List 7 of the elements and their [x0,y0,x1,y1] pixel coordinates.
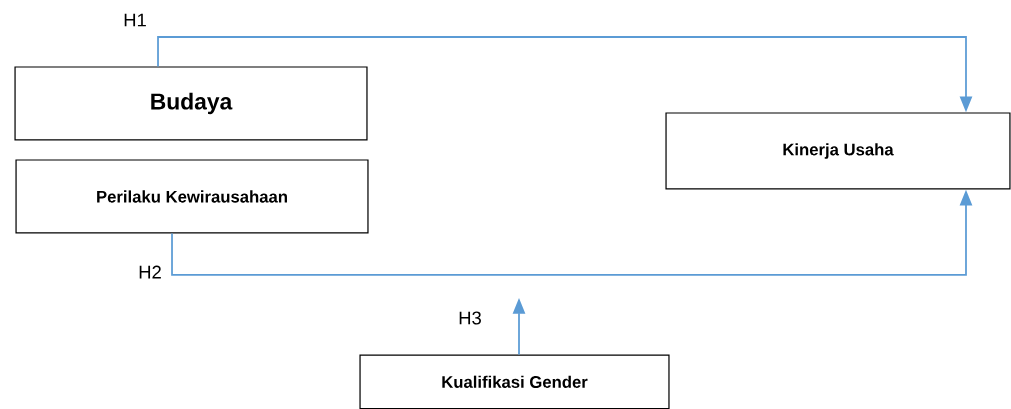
text-box: Budaya [14,66,368,141]
text-box: Kinerja Usaha [665,112,1011,190]
text-box: Kualifikasi Gender [359,354,670,409]
edge-label: H2 [139,265,161,279]
edge-label: H3 [459,311,481,325]
text-box: Perilaku Kewirausahaan [15,159,369,234]
edge-label: H1 [124,13,146,27]
